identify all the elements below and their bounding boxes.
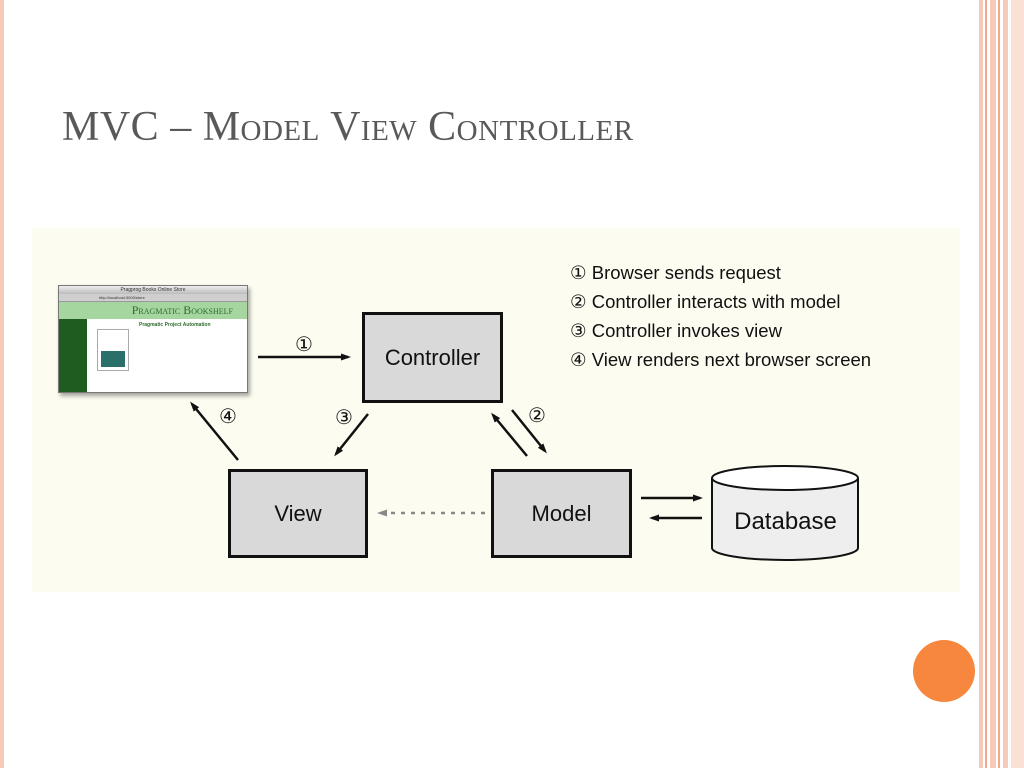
right-decorative-stripe: [985, 0, 987, 768]
browser-window-title: Pragprog Books Online Store: [59, 286, 247, 294]
arrow-render-screen: [190, 401, 239, 461]
controller-box: Controller: [362, 312, 503, 403]
step-item: ① Browser sends request: [570, 262, 781, 283]
model-box: Model: [491, 469, 632, 558]
step-item: ④ View renders next browser screen: [570, 349, 872, 370]
browser-book-title: Pragmatic Project Automation: [139, 322, 211, 328]
arrow-invoke-view: [334, 413, 369, 457]
right-decorative-stripe: [998, 0, 1000, 768]
right-decorative-stripe: [979, 0, 983, 768]
arrow-label-2: ②: [528, 403, 546, 427]
arrow-label-1: ①: [295, 332, 313, 356]
step-item: ② Controller interacts with model: [570, 291, 841, 312]
arrow-label-3: ③: [335, 405, 353, 429]
view-box: View: [228, 469, 368, 558]
browser-sidebar: [59, 319, 87, 392]
arrow-controller-to-model: [511, 409, 547, 454]
decorative-circle: [913, 640, 975, 702]
arrow-label-4: ④: [219, 404, 237, 428]
right-decorative-stripe: [1011, 0, 1024, 768]
right-decorative-stripe: [1003, 0, 1008, 768]
database-cylinder: [711, 465, 859, 561]
right-decorative-stripe: [990, 0, 996, 768]
steps-list: ① Browser sends request ② Controller int…: [570, 258, 871, 374]
database-label: Database: [734, 508, 837, 535]
step-item: ③ Controller invokes view: [570, 320, 782, 341]
browser-site-header: Pragmatic Bookshelf: [59, 302, 247, 319]
browser-screenshot: Pragprog Books Online Store http://local…: [58, 285, 248, 393]
book-cover-image: [97, 329, 129, 371]
left-decorative-stripe: [0, 0, 4, 768]
slide-title: MVC – Model View Controller: [62, 104, 634, 150]
browser-url-bar: http://localhost:3000/store: [59, 294, 247, 302]
arrow-model-to-controller: [491, 412, 528, 457]
